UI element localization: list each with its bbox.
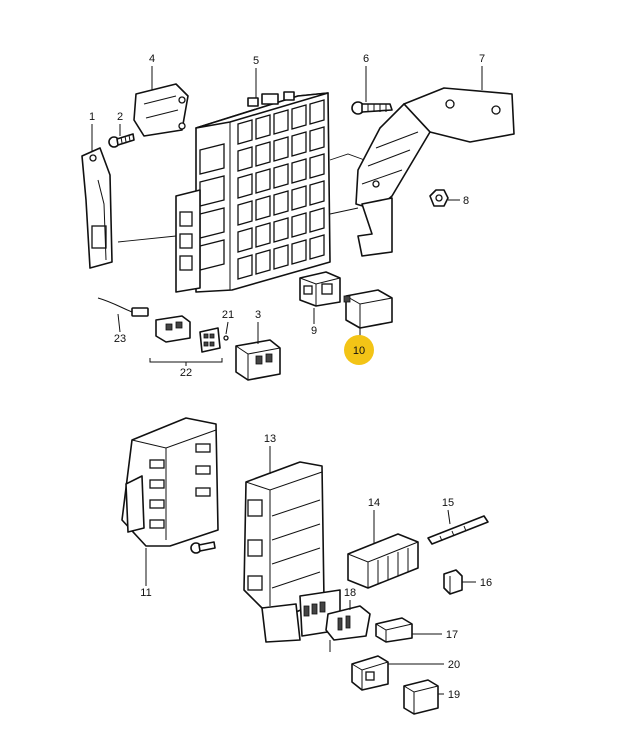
callout-13: 13 (264, 433, 276, 445)
callout-21: 21 (222, 309, 234, 321)
callout-18: 18 (344, 587, 356, 599)
carrier-cell (237, 119, 253, 145)
carrier-cell (309, 99, 325, 125)
carrier-cell (273, 136, 289, 162)
carrier-cell (237, 254, 253, 280)
relay-part-9[interactable] (299, 271, 341, 307)
carrier-cell (291, 185, 307, 211)
fuse-part-16[interactable] (443, 569, 463, 595)
carrier-cell (255, 114, 271, 140)
relay-part-10[interactable] (343, 289, 393, 329)
carrier-cell (291, 158, 307, 184)
carrier-cell (291, 239, 307, 265)
callout-17: 17 (446, 629, 458, 641)
callout-14: 14 (368, 497, 380, 509)
callout-19: 19 (448, 689, 460, 701)
terminal-part-21[interactable] (199, 327, 229, 353)
callout-8: 8 (463, 195, 469, 207)
fuse-carrier-part-18[interactable] (325, 605, 371, 652)
carrier-side-cell (199, 207, 225, 239)
carrier-cell (273, 217, 289, 243)
relay-part-17[interactable] (375, 617, 413, 643)
carrier-cell (309, 126, 325, 152)
callout-11: 11 (140, 587, 151, 599)
carrier-cell (309, 153, 325, 179)
carrier-side-cell (199, 143, 225, 175)
callout-7: 7 (479, 53, 485, 65)
callout-22: 22 (180, 367, 192, 379)
carrier-side-cell (199, 175, 225, 207)
carrier-cell (255, 168, 271, 194)
carrier-cell (273, 163, 289, 189)
connector-housing-part-22[interactable] (155, 315, 191, 343)
callout-15: 15 (442, 497, 454, 509)
callout-10-highlight (344, 335, 374, 365)
strip-part-15[interactable] (427, 515, 489, 545)
callout-20: 20 (448, 659, 460, 671)
carrier-cell (237, 227, 253, 253)
carrier-cell (255, 141, 271, 167)
carrier-cell (273, 190, 289, 216)
carrier-cell (273, 109, 289, 135)
relay-socket-part-3[interactable] (235, 339, 281, 381)
callout-3: 3 (255, 309, 261, 321)
carrier-cell (309, 180, 325, 206)
bracket-part-1[interactable] (81, 147, 113, 269)
callout-23: 23 (114, 333, 126, 345)
connector-part-20[interactable] (351, 655, 389, 691)
carrier-cell (237, 173, 253, 199)
carrier-side-cell (199, 239, 225, 271)
screw-part-11[interactable] (190, 541, 216, 554)
carrier-cell (255, 249, 271, 275)
callout-16: 16 (480, 577, 492, 589)
bolt-part-6[interactable] (351, 101, 393, 115)
callout-1: 1 (89, 111, 95, 123)
callout-5: 5 (253, 55, 259, 67)
clip-holder-part-4[interactable] (133, 83, 189, 137)
screw-part-2[interactable] (108, 133, 135, 148)
carrier-cell (291, 131, 307, 157)
fuse-holder-part-14[interactable] (347, 533, 419, 589)
carrier-cell (255, 222, 271, 248)
carrier-cell (237, 200, 253, 226)
wire-part-23[interactable] (97, 297, 149, 317)
relay-part-19[interactable] (403, 679, 439, 715)
carrier-cell (291, 104, 307, 130)
carrier-cell (309, 234, 325, 260)
callout-4: 4 (149, 53, 155, 65)
fuse-box-part-13[interactable] (243, 461, 341, 643)
callout-2: 2 (117, 111, 123, 123)
carrier-cell (237, 146, 253, 172)
nut-part-8[interactable] (429, 189, 449, 207)
callout-9: 9 (311, 325, 317, 337)
leader-lines (91, 66, 483, 695)
mounting-bracket-part-7[interactable] (355, 87, 515, 257)
carrier-cell (273, 244, 289, 270)
callout-10: 10 (353, 345, 365, 357)
frame-part-11[interactable] (121, 417, 219, 547)
callout-6: 6 (363, 53, 369, 65)
carrier-cell (291, 212, 307, 238)
carrier-cell (255, 195, 271, 221)
relay-carrier-part-5[interactable] (175, 91, 331, 293)
carrier-cell (309, 207, 325, 233)
callout-labels: 1 2 3 4 5 6 7 8 9 10 11 13 14 15 16 17 1… (89, 53, 492, 701)
